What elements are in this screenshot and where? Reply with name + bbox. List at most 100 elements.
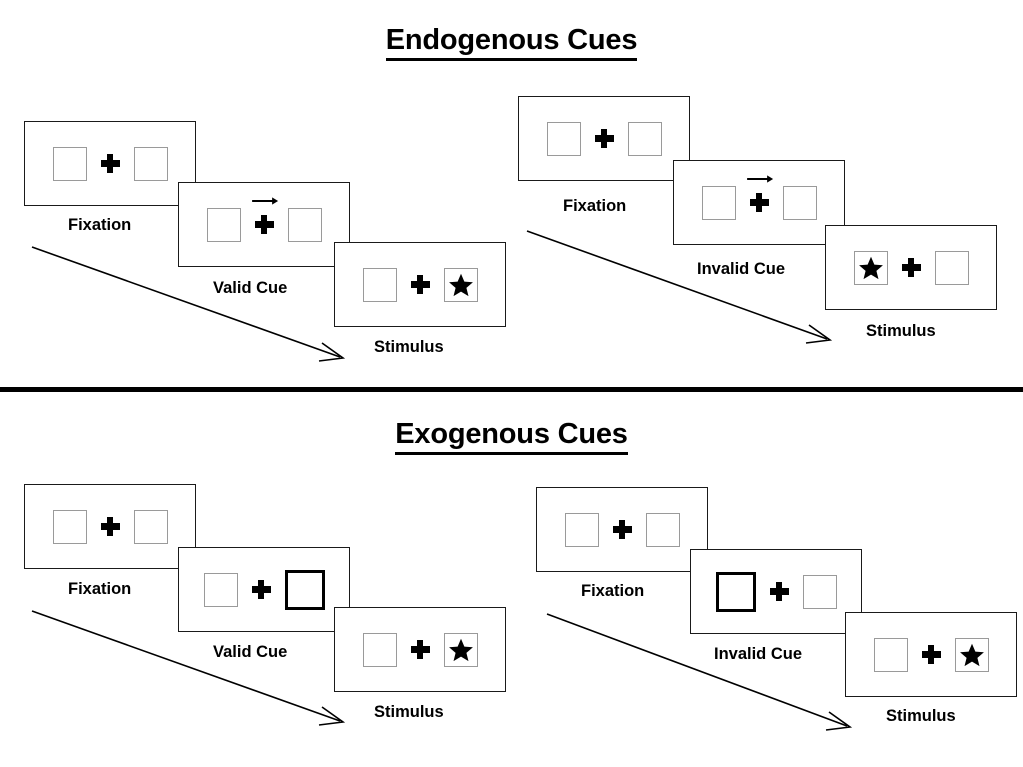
flow-arrow-endogenous-invalid: [526, 230, 833, 344]
fixation-cross-icon: [410, 275, 430, 294]
panel-endogenous-valid-cue[interactable]: [178, 182, 350, 267]
panel-content: [25, 122, 195, 205]
panel-endogenous-invalid-stimulus[interactable]: [825, 225, 997, 310]
panel-endogenous-valid-stimulus[interactable]: [334, 242, 506, 327]
panel-exogenous-invalid-stimulus[interactable]: [845, 612, 1017, 697]
center-column: [100, 517, 120, 536]
caption-exogenous-valid-stimulus: Stimulus: [374, 703, 444, 721]
right-box-cued: [284, 569, 325, 610]
fixation-cross-icon: [410, 640, 430, 659]
fixation-cross-icon: [100, 517, 120, 536]
section-title-exogenous-text: Exogenous Cues: [395, 418, 628, 455]
panel-exogenous-valid-stimulus[interactable]: [334, 607, 506, 692]
panel-exogenous-invalid-fixation[interactable]: [536, 487, 708, 572]
cue-arrow-right-icon: [252, 197, 279, 205]
left-box: [546, 121, 581, 156]
caption-endogenous-invalid-fixation: Fixation: [563, 197, 627, 215]
center-column: [100, 154, 120, 173]
fixation-cross-icon: [254, 215, 274, 234]
left-box: [52, 509, 87, 544]
panel-content: [25, 485, 195, 568]
flow-arrow-exogenous-invalid: [546, 613, 853, 731]
center-column: [769, 582, 789, 601]
left-box: [362, 632, 397, 667]
left-box: [362, 267, 397, 302]
flow-arrow-endogenous-valid: [31, 246, 346, 362]
panel-content: [826, 226, 996, 309]
section-title-exogenous: Exogenous Cues: [0, 418, 1023, 455]
panel-exogenous-invalid-cue[interactable]: [690, 549, 862, 634]
center-column: [251, 580, 271, 599]
left-box: [206, 207, 241, 242]
section-divider: [0, 387, 1023, 392]
fixation-cross-icon: [594, 129, 614, 148]
caption-exogenous-valid-cue: Valid Cue: [213, 643, 288, 661]
right-box: [645, 512, 680, 547]
right-box: [954, 637, 989, 672]
panel-content: [179, 183, 349, 266]
caption-exogenous-invalid-cue: Invalid Cue: [714, 645, 803, 663]
flow-arrow-exogenous-valid: [31, 610, 346, 726]
right-box: [133, 146, 168, 181]
panel-endogenous-valid-fixation[interactable]: [24, 121, 196, 206]
center-column: [901, 258, 921, 277]
section-exogenous: Exogenous Cues Fixation Valid Cue: [0, 392, 1023, 767]
panel-content: [519, 97, 689, 180]
panel-content: [691, 550, 861, 633]
caption-exogenous-invalid-stimulus: Stimulus: [886, 707, 956, 725]
section-title-endogenous-text: Endogenous Cues: [385, 24, 637, 61]
left-box: [853, 250, 888, 285]
center-column: [594, 129, 614, 148]
right-box: [133, 509, 168, 544]
section-title-endogenous: Endogenous Cues: [0, 24, 1023, 61]
center-column: [252, 197, 279, 234]
panel-content: [674, 161, 844, 244]
left-box: [564, 512, 599, 547]
cue-arrow-right-icon: [747, 175, 774, 183]
panel-content: [335, 243, 505, 326]
left-box: [873, 637, 908, 672]
caption-endogenous-invalid-cue: Invalid Cue: [697, 260, 786, 278]
right-box: [627, 121, 662, 156]
caption-endogenous-valid-stimulus: Stimulus: [374, 338, 444, 356]
star-icon: [959, 643, 984, 666]
panel-content: [179, 548, 349, 631]
right-box: [934, 250, 969, 285]
star-icon: [448, 638, 473, 661]
left-box: [701, 185, 736, 220]
panel-exogenous-valid-cue[interactable]: [178, 547, 350, 632]
section-endogenous: Endogenous Cues Fixation Valid Cue: [0, 24, 1023, 362]
right-box: [782, 185, 817, 220]
panel-exogenous-valid-fixation[interactable]: [24, 484, 196, 569]
right-box: [443, 267, 478, 302]
center-column: [410, 275, 430, 294]
right-box: [443, 632, 478, 667]
fixation-cross-icon: [769, 582, 789, 601]
fixation-cross-icon: [251, 580, 271, 599]
center-column: [612, 520, 632, 539]
center-column: [747, 175, 774, 212]
fixation-cross-icon: [612, 520, 632, 539]
right-box: [802, 574, 837, 609]
fixation-cross-icon: [901, 258, 921, 277]
caption-endogenous-valid-fixation: Fixation: [68, 216, 132, 234]
caption-exogenous-invalid-fixation: Fixation: [581, 582, 645, 600]
panel-content: [335, 608, 505, 691]
star-icon: [858, 256, 883, 279]
fixation-cross-icon: [749, 193, 769, 212]
fixation-cross-icon: [100, 154, 120, 173]
caption-endogenous-valid-cue: Valid Cue: [213, 279, 288, 297]
star-icon: [448, 273, 473, 296]
panel-endogenous-invalid-cue[interactable]: [673, 160, 845, 245]
panel-content: [846, 613, 1016, 696]
fixation-cross-icon: [921, 645, 941, 664]
left-box-cued: [715, 571, 756, 612]
panel-content: [537, 488, 707, 571]
left-box: [203, 572, 238, 607]
center-column: [410, 640, 430, 659]
caption-exogenous-valid-fixation: Fixation: [68, 580, 132, 598]
caption-endogenous-invalid-stimulus: Stimulus: [866, 322, 936, 340]
center-column: [921, 645, 941, 664]
left-box: [52, 146, 87, 181]
panel-endogenous-invalid-fixation[interactable]: [518, 96, 690, 181]
